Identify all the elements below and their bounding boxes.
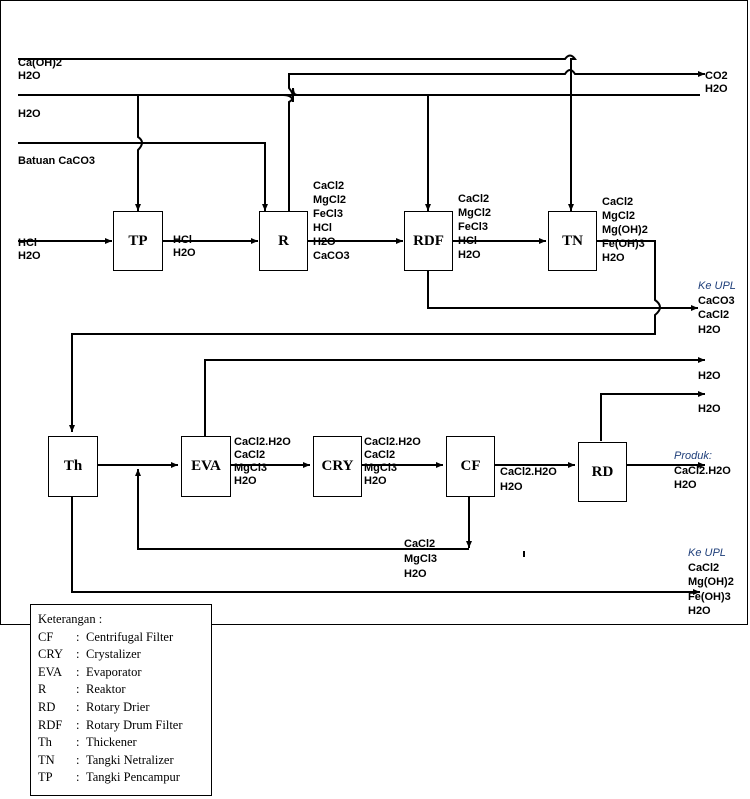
unit-cf[interactable]: CF	[446, 436, 495, 497]
unit-rdf-label: RDF	[413, 232, 444, 249]
legend-colon: :	[76, 752, 80, 767]
unit-th[interactable]: Th	[48, 436, 98, 497]
unit-rdf[interactable]: RDF	[404, 211, 453, 271]
legend-item: TP: Tangki Pencampur	[38, 769, 211, 787]
legend-title: Keterangan :	[38, 612, 103, 626]
unit-cf-label: CF	[460, 458, 481, 474]
legend-desc: Tangki Pencampur	[86, 770, 180, 785]
legend-colon: :	[76, 735, 80, 750]
legend-item: Th: Thickener	[38, 734, 211, 752]
unit-rd[interactable]: RD	[578, 442, 627, 502]
label-rd-vapor: H2O	[698, 403, 721, 415]
unit-rd-label: RD	[591, 463, 614, 480]
legend-colon: :	[76, 682, 80, 697]
legend-item: CF: Centrifugal Filter	[38, 629, 211, 647]
legend-abbr: EVA	[38, 664, 63, 679]
legend-desc: Tangki Netralizer	[86, 752, 174, 767]
legend-item: TN: Tangki Netralizer	[38, 752, 211, 770]
legend-desc: Crystalizer	[86, 647, 141, 662]
unit-tn[interactable]: TN	[548, 211, 597, 271]
unit-cry[interactable]: CRY	[313, 436, 362, 497]
legend-item: R: Reaktor	[38, 681, 211, 699]
unit-th-label: Th	[63, 458, 83, 474]
legend-abbr: TP	[38, 770, 53, 785]
unit-eva-label: EVA	[191, 458, 221, 474]
line-co2-out	[288, 69, 705, 211]
label-limestone-feed: Batuan CaCO3	[18, 155, 96, 167]
label-water-feed: H2O	[18, 108, 41, 120]
legend-item: EVA: Evaporator	[38, 664, 211, 682]
legend-abbr: R	[38, 682, 47, 697]
line-cf-recycle	[135, 469, 469, 550]
legend-colon: :	[76, 664, 80, 679]
line-water-main	[18, 94, 431, 211]
unit-r-label: R	[278, 232, 289, 249]
line-rd-vapor	[600, 391, 705, 441]
line-vent	[289, 69, 705, 95]
line-eva-vapor	[204, 357, 705, 436]
unit-tn-label: TN	[562, 232, 583, 249]
legend-colon: :	[76, 717, 80, 732]
unit-eva[interactable]: EVA	[181, 436, 231, 497]
legend-abbr: CF	[38, 629, 54, 644]
legend-desc: Evaporator	[86, 664, 142, 679]
legend-colon: :	[76, 699, 80, 714]
unit-r[interactable]: R	[259, 211, 308, 271]
line-caoh2-feed	[18, 54, 577, 211]
legend-colon: :	[76, 647, 80, 662]
line-caco3-feed	[18, 142, 268, 211]
unit-tp-label: TP	[128, 232, 148, 249]
legend-abbr: RD	[38, 699, 56, 714]
line-rdf-waste	[427, 271, 698, 311]
diagram-frame	[0, 0, 748, 625]
legend-desc: Centrifugal Filter	[86, 629, 174, 644]
unit-tp[interactable]: TP	[113, 211, 163, 271]
legend-item: RDF: Rotary Drum Filter	[38, 717, 211, 735]
line-th-waste	[71, 497, 700, 595]
line-water-to-tp	[135, 95, 143, 211]
legend-abbr: TN	[38, 752, 55, 767]
legend-desc: Reaktor	[86, 682, 126, 697]
legend-colon: :	[76, 770, 80, 785]
legend-abbr: RDF	[38, 717, 63, 732]
legend-desc: Thickener	[86, 735, 137, 750]
label-eva-vapor: H2O	[698, 370, 721, 382]
legend-abbr: Th	[38, 735, 52, 750]
legend-abbr: CRY	[38, 647, 64, 662]
legend-desc: Rotary Drum Filter	[86, 717, 183, 732]
unit-cry-label: CRY	[321, 458, 354, 474]
legend-colon: :	[76, 629, 80, 644]
legend-item: CRY: Crystalizer	[38, 646, 211, 664]
legend-item: RD: Rotary Drier	[38, 699, 211, 717]
legend-desc: Rotary Drier	[86, 699, 150, 714]
